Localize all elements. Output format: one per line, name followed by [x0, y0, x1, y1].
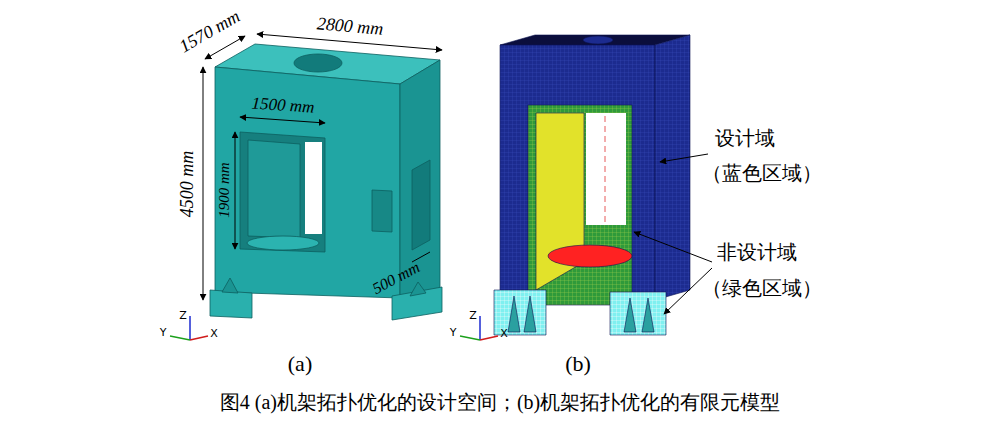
leader-lines	[634, 154, 712, 314]
axis-triad	[460, 316, 498, 340]
rib-right	[410, 282, 426, 296]
axis-z	[189, 316, 191, 340]
axis-label: X	[500, 328, 508, 340]
axis-label: Y	[450, 327, 457, 339]
top-hole	[583, 36, 613, 44]
axis-x	[480, 336, 498, 340]
dim-line	[240, 117, 325, 123]
dim-line	[235, 132, 236, 249]
dimension-label: 4500 mm	[178, 151, 198, 218]
leader-line	[634, 232, 712, 262]
workbench	[548, 245, 632, 267]
dimension-label: 1570 mm	[176, 7, 243, 57]
foot-right	[610, 292, 666, 335]
callout-label: （绿色区域）	[702, 277, 822, 299]
dimension-label: 1900 mm	[216, 162, 233, 217]
top-hole	[294, 54, 342, 72]
axis-label: Y	[160, 327, 167, 339]
front-window	[240, 132, 325, 252]
center-mark	[605, 116, 606, 222]
window-opening	[305, 142, 322, 234]
callout-label: （蓝色区域）	[702, 162, 822, 184]
leader-line	[660, 154, 708, 162]
fe-model	[494, 35, 690, 335]
dimension-lines	[203, 34, 442, 300]
rib-right	[624, 298, 636, 332]
rib-left	[508, 296, 520, 332]
side-window	[412, 160, 430, 250]
figure-caption: 图4 (a)机架拓扑优化的设计空间；(b)机架拓扑优化的有限元模型	[220, 391, 781, 413]
panel-label: (a)	[288, 352, 312, 376]
window-inner-wall	[248, 140, 300, 238]
rib-left	[524, 296, 536, 332]
non-design-frame	[528, 105, 632, 305]
axis-z	[479, 316, 481, 340]
axis-label: Z	[179, 310, 187, 322]
front-face	[215, 67, 400, 298]
workbench	[247, 236, 319, 250]
callout-label: 非设计域	[717, 241, 797, 263]
axis-label: Z	[469, 310, 477, 322]
front-slot	[372, 190, 392, 232]
rib-left	[222, 278, 238, 293]
dim-line	[203, 67, 204, 300]
foot-left	[210, 290, 252, 318]
side-face	[655, 35, 690, 300]
axis-y	[170, 336, 190, 340]
axis-y	[460, 336, 480, 340]
callout-label: 设计域	[715, 127, 775, 149]
axis-label: X	[210, 328, 218, 340]
axis-x	[190, 336, 208, 340]
panel-label: (b)	[565, 352, 591, 376]
frame-solid	[210, 44, 442, 320]
rib-right	[642, 298, 654, 332]
window-opening	[586, 113, 626, 225]
axis-triad	[170, 316, 208, 340]
dimension-label: 2800 mm	[316, 14, 384, 40]
